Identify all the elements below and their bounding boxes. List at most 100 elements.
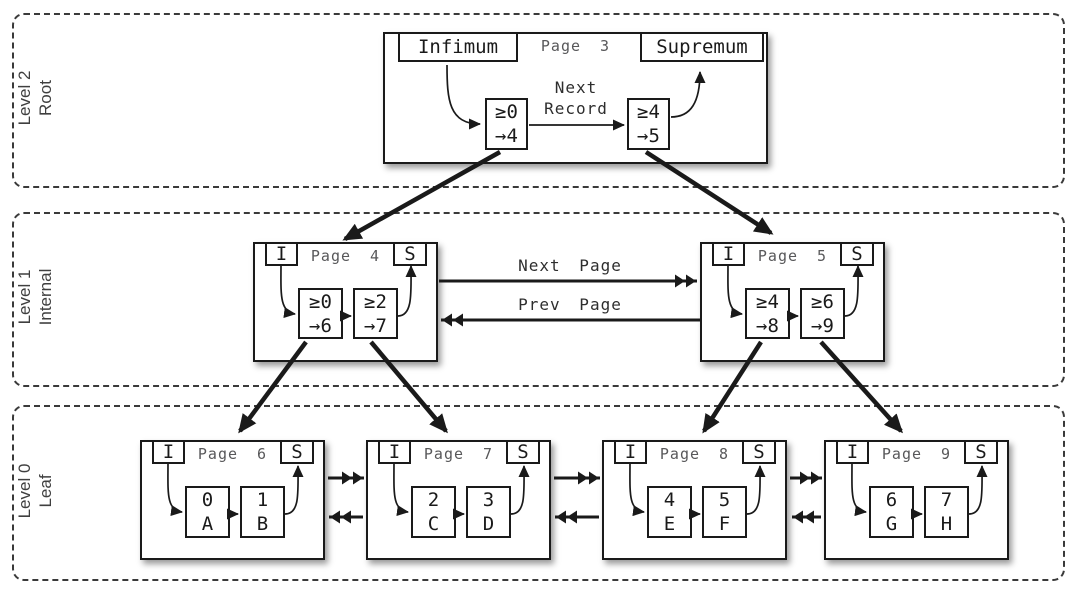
record-key: ≥0 <box>495 101 518 123</box>
page-title: Page 8 <box>659 445 730 463</box>
record-key: ≥0 <box>309 290 332 313</box>
supremum-record: S <box>393 242 427 266</box>
infimum-label: I <box>722 243 735 265</box>
record-key: 3 <box>482 489 495 511</box>
internal-page-5: I Page 5 S ≥4 →8 ≥6 →9 <box>700 242 885 362</box>
level-label-line: Internal <box>36 268 55 326</box>
infimum-record: I <box>378 440 411 464</box>
record-key: 0 <box>201 489 214 511</box>
record-cell: ≥0 →4 <box>485 98 528 150</box>
infimum-record: I <box>712 242 745 266</box>
record-value: E <box>663 513 676 535</box>
record-key: 1 <box>256 489 269 511</box>
next-page-label: Next Page <box>518 256 622 275</box>
record-cell: 2 C <box>411 486 456 538</box>
page-title: Page 5 <box>757 247 828 265</box>
record-value: A <box>201 513 214 535</box>
supremum-label: S <box>975 441 987 463</box>
record-pointer: →8 <box>756 314 779 337</box>
supremum-record: S <box>506 440 540 464</box>
level-label-line: Level 0 <box>15 463 34 519</box>
record-key: ≥4 <box>756 290 779 313</box>
supremum-record: S <box>280 440 314 464</box>
leaf-page-8: I Page 8 S 4 E 5 F <box>602 440 787 560</box>
level-label-line: Root <box>36 80 55 116</box>
record-key: 2 <box>427 489 440 511</box>
supremum-label: Supremum <box>656 36 748 58</box>
level-band-leaf <box>12 405 1065 581</box>
infimum-record: I <box>265 242 298 266</box>
record-pointer: →4 <box>495 125 518 147</box>
infimum-label: I <box>388 441 401 463</box>
supremum-record: S <box>742 440 776 464</box>
level-label-root: Level 2 Root <box>13 38 57 158</box>
infimum-label: I <box>162 441 175 463</box>
page-title: Page 4 <box>310 247 381 265</box>
record-pointer: →9 <box>811 314 834 337</box>
record-cell: ≥4 →8 <box>745 288 790 339</box>
level-band-internal <box>12 212 1065 387</box>
infimum-record: I <box>152 440 185 464</box>
supremum-label: S <box>753 441 765 463</box>
level-band-root <box>12 13 1065 188</box>
record-cell: 5 F <box>702 486 747 538</box>
record-cell: 6 G <box>869 486 914 538</box>
supremum-record: S <box>964 440 998 464</box>
leaf-page-9: I Page 9 S 6 G 7 H <box>824 440 1009 560</box>
infimum-label: Infimum <box>417 36 499 58</box>
page-title: Page 6 <box>197 445 268 463</box>
internal-page-4: I Page 4 S ≥0 →6 ≥2 →7 <box>253 242 438 362</box>
record-cell: ≥4 →5 <box>627 98 670 150</box>
record-key: ≥4 <box>637 101 660 123</box>
prev-page-label: Prev Page <box>518 295 622 314</box>
leaf-page-7: I Page 7 S 2 C 3 D <box>366 440 551 560</box>
page-title: Page 3 <box>540 37 611 55</box>
leaf-page-6: I Page 6 S 0 A 1 B <box>140 440 325 560</box>
record-pointer: →7 <box>364 314 387 337</box>
supremum-label: S <box>851 243 863 265</box>
page-title: Page 9 <box>881 445 952 463</box>
infimum-record: Infimum <box>398 32 518 62</box>
record-key: 5 <box>718 489 731 511</box>
record-value: C <box>427 513 440 535</box>
record-cell: 1 B <box>240 486 285 538</box>
page-title: Page 7 <box>423 445 494 463</box>
infimum-label: I <box>275 243 288 265</box>
supremum-label: S <box>404 243 416 265</box>
record-key: ≥2 <box>364 290 387 313</box>
record-value: H <box>940 513 953 535</box>
supremum-label: S <box>517 441 529 463</box>
supremum-record: S <box>840 242 874 266</box>
infimum-record: I <box>836 440 869 464</box>
record-cell: ≥6 →9 <box>800 288 845 339</box>
supremum-record: Supremum <box>640 32 764 62</box>
record-value: G <box>885 513 898 535</box>
record-cell: 3 D <box>466 486 511 538</box>
level-label-leaf: Level 0 Leaf <box>13 431 57 551</box>
record-key: 6 <box>885 489 898 511</box>
infimum-label: I <box>846 441 859 463</box>
record-value: D <box>482 513 495 535</box>
level-label-line: Leaf <box>36 474 55 508</box>
next-record-label: Next Record <box>520 77 632 119</box>
record-key: 4 <box>663 489 676 511</box>
level-label-internal: Level 1 Internal <box>13 237 57 357</box>
record-value: B <box>256 513 269 535</box>
record-key: ≥6 <box>811 290 834 313</box>
record-cell: ≥0 →6 <box>298 288 343 339</box>
record-value: F <box>718 513 731 535</box>
next-record-line: Record <box>544 99 608 118</box>
supremum-label: S <box>291 441 303 463</box>
infimum-label: I <box>624 441 637 463</box>
infimum-record: I <box>614 440 647 464</box>
record-cell: ≥2 →7 <box>353 288 398 339</box>
record-cell: 4 E <box>647 486 692 538</box>
record-cell: 0 A <box>185 486 230 538</box>
level-label-line: Level 2 <box>15 70 34 126</box>
record-pointer: →6 <box>309 314 332 337</box>
record-cell: 7 H <box>924 486 969 538</box>
record-key: 7 <box>940 489 953 511</box>
level-label-line: Level 1 <box>15 269 34 325</box>
record-pointer: →5 <box>637 125 660 147</box>
